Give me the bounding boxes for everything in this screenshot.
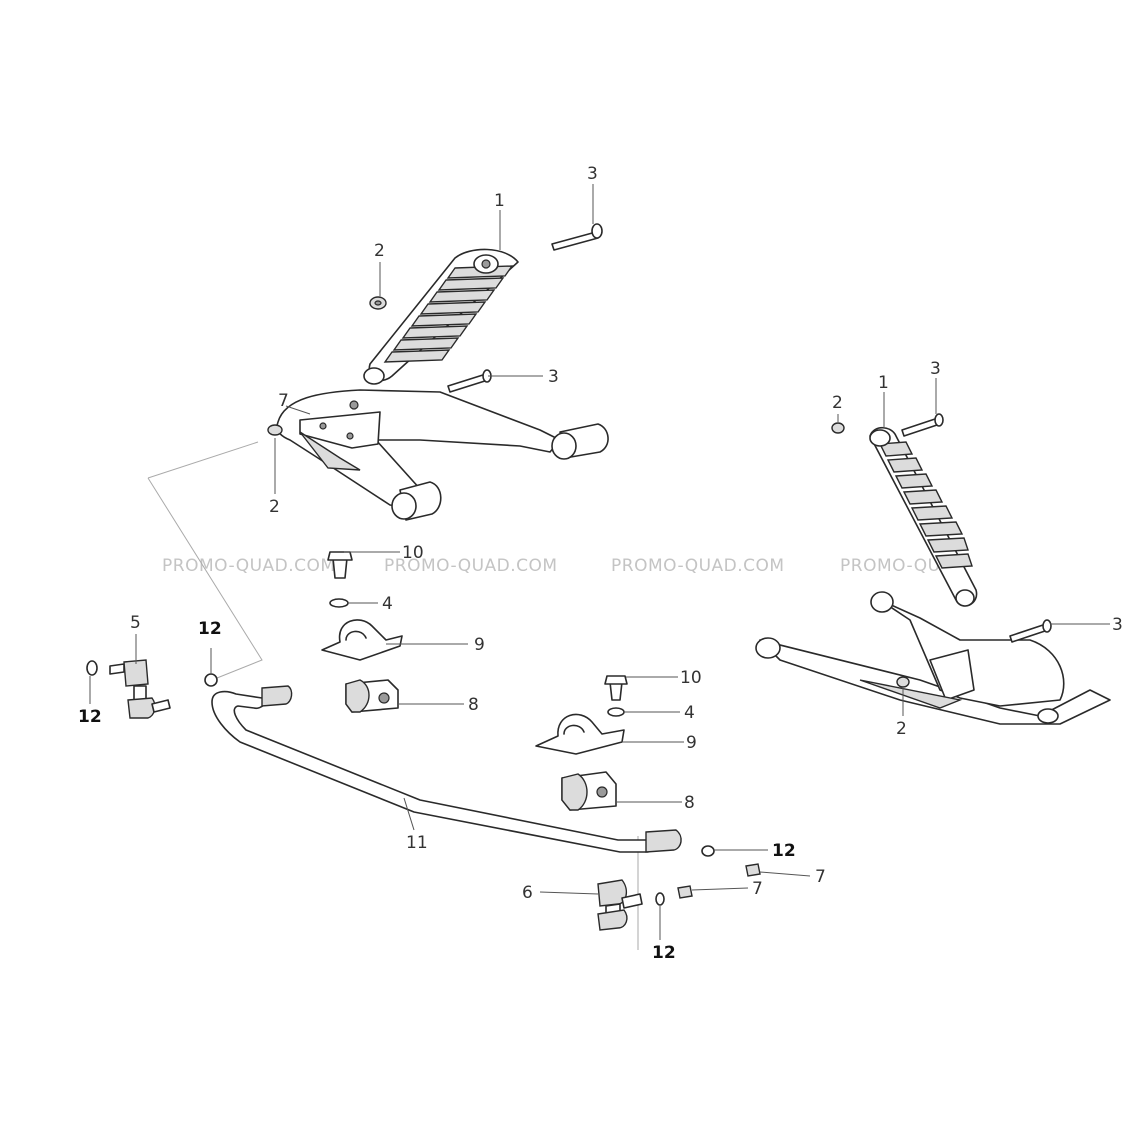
callout-nut-7-lower: 7 <box>752 879 763 899</box>
callout-center-washer-a: 4 <box>382 594 393 614</box>
left-stabilizer-link <box>109 659 171 719</box>
center-washer-b <box>607 707 625 717</box>
callout-stabilizer-bar: 11 <box>406 833 428 853</box>
watermark-1: PROMO-QUAD.COM <box>162 556 336 576</box>
right-arm-nut <box>896 676 910 688</box>
callout-center-bolt-a: 10 <box>402 543 424 563</box>
center-ring-upper <box>204 673 218 687</box>
callout-center-bushing-a: 8 <box>468 695 479 715</box>
center-bushing-b <box>561 771 617 811</box>
right-shock-top-bolt <box>901 413 944 437</box>
right-stabilizer-link <box>597 879 643 931</box>
callout-right-shock: 1 <box>878 373 889 393</box>
callout-right-link-ring: 12 <box>652 943 676 963</box>
center-bushing-a <box>345 679 399 713</box>
callout-right-arm-nut: 2 <box>896 719 907 739</box>
callout-left-arm-nut: 2 <box>269 497 280 517</box>
callout-center-bushing-b: 8 <box>684 793 695 813</box>
callout-left-arm-part-7: 7 <box>278 391 289 411</box>
left-arm-bolt <box>447 369 492 393</box>
left-lower-arm <box>276 389 609 521</box>
callout-left-link-ring: 12 <box>78 707 102 727</box>
callout-nut-7-right: 7 <box>815 867 826 887</box>
right-arm-bolt <box>1009 619 1052 643</box>
leader-lines <box>89 184 1110 940</box>
callout-right-shock-top-bolt: 3 <box>930 359 941 379</box>
callout-ring-upper: 12 <box>198 619 222 639</box>
center-bracket-b <box>535 713 625 755</box>
left-shock-absorber <box>363 248 519 385</box>
center-bolt-b <box>604 675 628 701</box>
callout-right-arm-bolt: 3 <box>1112 615 1123 635</box>
center-ring-right <box>701 845 715 857</box>
callout-left-shock-nut: 2 <box>374 241 385 261</box>
watermark-3: PROMO-QUAD.COM <box>611 556 785 576</box>
watermark-4: PROMO-QUA <box>840 556 953 576</box>
center-nut-7-lower <box>677 885 693 899</box>
callout-left-shock: 1 <box>494 191 505 211</box>
right-link-ring <box>655 892 665 906</box>
assembly-guides <box>147 441 639 950</box>
callout-center-washer-b: 4 <box>684 703 695 723</box>
callout-left-link: 5 <box>130 613 141 633</box>
left-arm-nut <box>267 424 283 436</box>
right-lower-arm <box>755 591 1111 725</box>
center-bracket-a <box>321 619 403 661</box>
left-shock-top-bolt <box>551 223 603 251</box>
stabilizer-bar <box>211 685 682 853</box>
callout-left-arm-bolt: 3 <box>548 367 559 387</box>
callout-right-shock-nut: 2 <box>832 393 843 413</box>
center-bolt-a <box>327 551 353 579</box>
callout-center-bracket-b: 9 <box>686 733 697 753</box>
watermark-2: PROMO-QUAD.COM <box>384 556 558 576</box>
left-link-ring <box>86 660 98 676</box>
callout-left-shock-top-bolt: 3 <box>587 164 598 184</box>
callout-center-bracket-a: 9 <box>474 635 485 655</box>
left-shock-nut <box>369 296 387 310</box>
right-shock-absorber <box>869 426 978 607</box>
callout-right-link: 6 <box>522 883 533 903</box>
callout-ring-right: 12 <box>772 841 796 861</box>
center-nut-7-upper <box>745 863 761 877</box>
right-shock-nut <box>831 422 845 434</box>
callout-center-bolt-b: 10 <box>680 668 702 688</box>
center-washer-a <box>329 598 349 608</box>
